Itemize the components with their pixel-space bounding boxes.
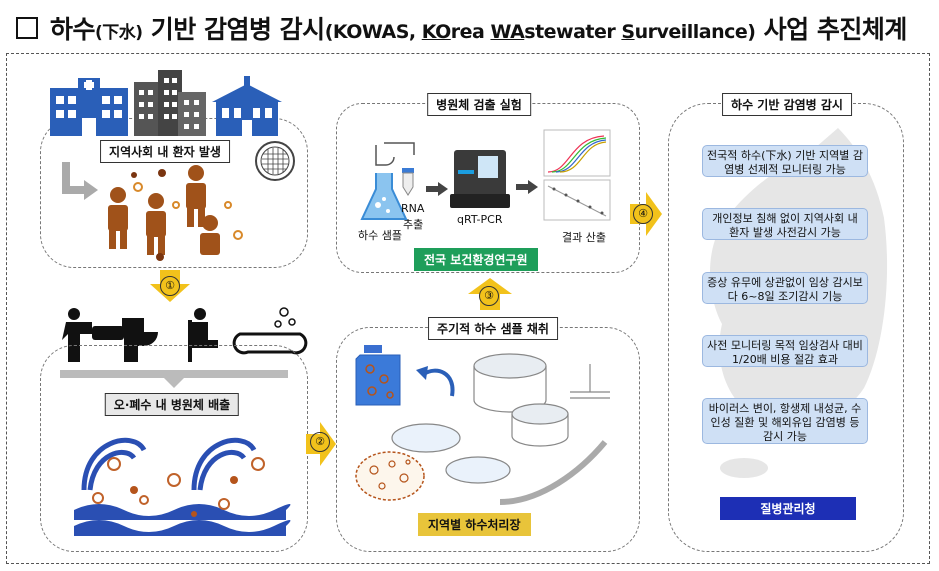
benefit-item-1: 전국적 하수(下水) 기반 지역별 감염병 선제적 모니터링 가능 bbox=[702, 145, 868, 177]
down-arrow-gray bbox=[60, 370, 288, 388]
flask-icon bbox=[360, 142, 415, 220]
benefit-item-5: 바이러스 변이, 항생제 내성균, 수인성 질환 및 해외유입 감염병 등 감시… bbox=[702, 398, 868, 444]
bent-arrow-icon bbox=[62, 162, 98, 200]
surveillance-label: 하수 기반 감염병 감시 bbox=[722, 93, 852, 116]
microscope-blob-icon bbox=[355, 451, 425, 501]
benefit-item-2: 개인정보 침해 없이 지역사회 내 환자 발생 사전감시 가능 bbox=[702, 208, 868, 240]
hospital-icon bbox=[50, 78, 128, 136]
page-title: 하수(下水) 기반 감염병 감시(KOWAS, KOrea WAstewater… bbox=[50, 15, 907, 44]
sample-caption: 하수 샘플 bbox=[358, 229, 402, 242]
plant-label: 지역별 하수처리장 bbox=[418, 513, 531, 536]
agency-label: 질병관리청 bbox=[720, 497, 856, 520]
diagram-frame bbox=[6, 53, 930, 564]
school-icon bbox=[212, 76, 282, 136]
step-3-badge: ③ bbox=[479, 286, 499, 306]
pcr-caption: qRT-PCR bbox=[457, 213, 503, 226]
bathroom-fixtures-icon bbox=[62, 307, 308, 362]
result-caption: 결과 산출 bbox=[562, 231, 606, 244]
step-4-badge: ④ bbox=[633, 204, 653, 224]
step-2-badge: ② bbox=[310, 432, 330, 452]
sewage-outflow-icon bbox=[74, 437, 291, 536]
step-1-badge: ① bbox=[160, 276, 180, 296]
title-bar: 하수(下水) 기반 감염병 감시(KOWAS, KOrea WAstewater… bbox=[6, 6, 930, 50]
pcr-machine-icon bbox=[450, 150, 510, 208]
infected-people-icon bbox=[108, 165, 243, 261]
institute-label: 전국 보건환경연구원 bbox=[414, 248, 538, 271]
collection-label: 주기적 하수 샘플 채취 bbox=[428, 317, 558, 340]
result-graph-icon bbox=[543, 129, 611, 221]
buildings-icon bbox=[134, 70, 206, 136]
benefit-item-4: 사전 모니터링 목적 임상검사 대비 1/20배 비용 절감 효과 bbox=[702, 335, 868, 367]
manhole-icon bbox=[255, 141, 295, 181]
community-label: 지역사회 내 환자 발생 bbox=[100, 140, 230, 163]
curved-arrow-icon bbox=[416, 366, 455, 397]
checkbox-square-icon bbox=[16, 17, 38, 39]
sewage-label: 오·폐수 내 병원체 배출 bbox=[104, 393, 240, 416]
treatment-plant-icon bbox=[391, 353, 610, 505]
arrow-right-icon-2 bbox=[516, 180, 538, 194]
lab-label: 병원체 검출 실험 bbox=[427, 93, 531, 116]
sample-jug-icon bbox=[355, 345, 401, 406]
rna-caption: RNA bbox=[401, 202, 425, 215]
tube-icon bbox=[402, 168, 414, 196]
benefit-item-3: 증상 유무에 상관없이 임상 감시보다 6~8일 조기감시 기능 bbox=[702, 272, 868, 304]
extract-caption: 추출 bbox=[403, 218, 424, 231]
arrow-right-icon bbox=[426, 182, 448, 196]
